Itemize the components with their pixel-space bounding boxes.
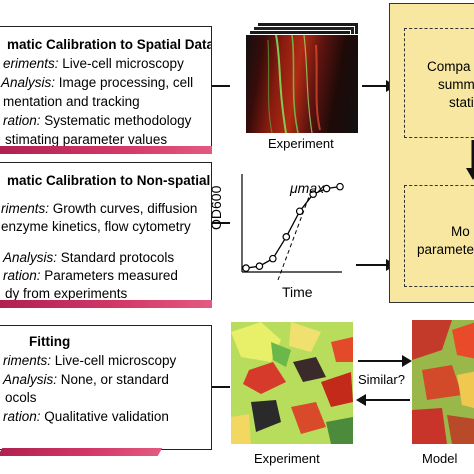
similar-arrow-left [364,399,410,401]
fitting-panel: Fitting riments: Live-cell microscopy An… [0,325,212,450]
panel2-line-1: riments: Growth curves, diffusion [1,201,198,216]
experiment-bottom-image [231,322,353,444]
model-line-1: Mo [451,224,470,239]
panel1-line-1: eriments: Live-cell microscopy [3,56,184,71]
similar-arrow-left-head [356,394,366,406]
spatial-calibration-heading: matic Calibration to Spatial Data [7,37,212,52]
panel2-line-2: enzyme kinetics, flow cytometry [1,219,191,234]
compare-line-3: stati [449,95,474,110]
panel2-stripe [0,300,212,308]
model-bottom-caption: Model [422,451,458,466]
growth-curve-plot [241,174,344,281]
model-line-2: paramete [417,242,474,257]
panel3-line-3: ocols [5,390,37,405]
panel1-line-5: stimating parameter values [5,132,168,147]
spatial-calibration-panel: matic Calibration to Spatial Data erimen… [0,26,212,148]
panel2-arrow [212,222,230,224]
data-point [322,184,331,193]
plot-xlabel: Time [282,284,313,300]
data-point [269,254,277,263]
plot-ylabel: OD600 [208,185,224,230]
plot-annotation: μmax [290,180,325,196]
model-parameter-box: Mo paramete [404,185,474,287]
microscopy-front-image [245,34,359,134]
panel1-arrow [212,85,230,87]
panel2-line-5: dy from experiments [5,286,128,301]
panel3-arrow [212,386,230,388]
data-point [295,207,304,216]
growth-curve [245,185,341,269]
panel1-stripe [0,146,212,154]
panel3-line-2: Analysis: None, or standard [3,372,169,387]
experiment-bottom-caption: Experiment [254,451,320,466]
model-bottom-image [412,320,474,444]
panel3-stripe [0,448,163,456]
compare-summary-box: Compa summ stati [404,28,474,138]
max-rate-tangent [277,193,311,281]
nonspatial-calibration-heading: matic Calibration to Non-spatial [7,173,211,188]
similar-arrow-right-head [402,355,412,367]
panel2-line-4: ration: Parameters measured [3,268,178,283]
panel1-line-4: ration: Systematic methodology [3,113,192,128]
data-point [282,233,291,241]
compare-line-2: summ [438,77,474,92]
fitting-heading: Fitting [29,334,71,349]
experiment-top-caption: Experiment [268,136,334,151]
microscopy-stack [245,22,360,134]
compare-to-model-arrow [466,140,474,180]
similar-label: Similar? [358,372,405,387]
nonspatial-calibration-panel: matic Calibration to Non-spatial riments… [0,162,212,302]
compare-line-1: Compa [427,59,471,74]
data-point [255,262,264,271]
data-point [336,182,344,191]
experiment-to-compare-arrow [362,85,388,87]
panel2-line-3: Analysis: Standard protocols [3,250,175,265]
panel1-line-3: mentation and tracking [3,94,140,109]
similar-arrow-right [358,360,404,362]
plot-to-model-arrow [356,264,388,266]
panel3-line-1: riments: Live-cell microscopy [3,353,177,368]
data-point [242,264,250,272]
panel3-line-4: ration: Qualitative validation [3,409,169,424]
panel1-line-2: Analysis: Image processing, cell [1,75,194,90]
